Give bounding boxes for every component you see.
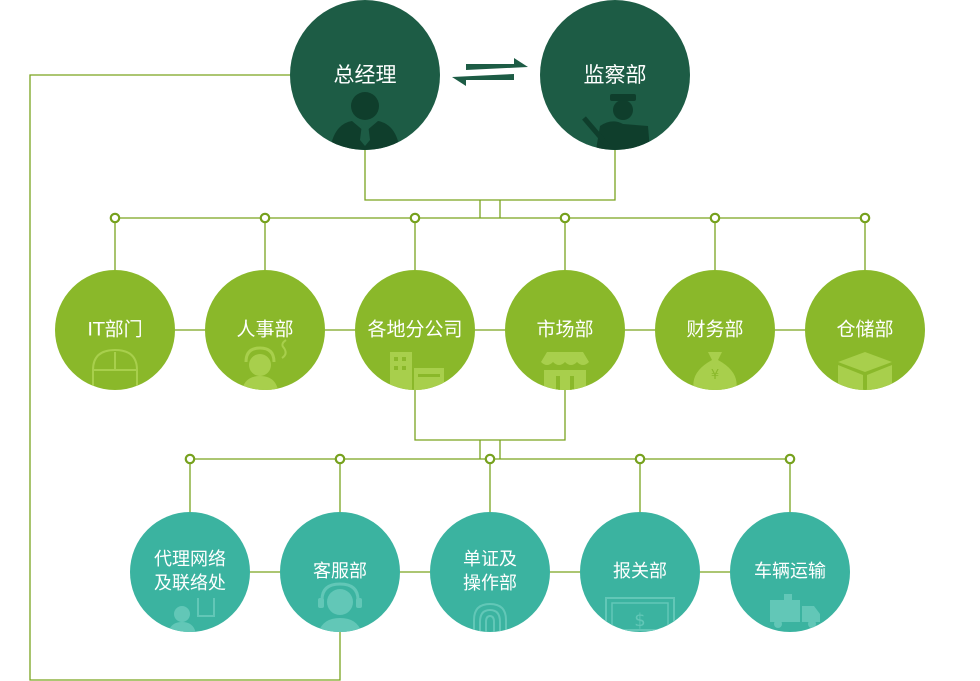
exchange-arrows-icon xyxy=(452,58,528,86)
money-bag-icon: ¥ xyxy=(693,352,737,390)
connector-bottom-drops xyxy=(189,459,791,512)
node-circle xyxy=(290,0,440,150)
svg-text:¥: ¥ xyxy=(711,368,719,383)
node-circle xyxy=(655,270,775,390)
node-label: 客服部 xyxy=(313,561,367,582)
node-label: 车辆运输 xyxy=(754,561,826,582)
node-label-line-1: 代理网络 xyxy=(154,549,226,570)
connector-branch-market xyxy=(414,390,566,441)
connector-bottom-bus-stub xyxy=(479,440,501,459)
bus-dots xyxy=(109,212,871,465)
node-supervision[interactable]: 监察部 xyxy=(540,0,690,150)
delivery-truck-icon xyxy=(770,594,820,628)
node-circle xyxy=(130,512,250,632)
bus-dot xyxy=(859,212,871,224)
computer-mouse-icon xyxy=(92,348,138,390)
node-circle xyxy=(430,512,550,632)
svg-text:$: $ xyxy=(634,610,645,631)
bus-dot xyxy=(259,212,271,224)
node-label-line-2: 操作部 xyxy=(463,573,517,594)
node-circle xyxy=(205,270,325,390)
node-warehouse[interactable]: 仓储部 xyxy=(805,270,925,395)
building-icon xyxy=(390,352,444,390)
fingerprint-icon xyxy=(473,602,507,632)
node-customs[interactable]: $ 报关部 xyxy=(580,512,700,632)
presenter-icon xyxy=(168,598,215,632)
connector-top-bus-stub xyxy=(479,200,501,218)
node-label: 仓储部 xyxy=(836,319,893,341)
dollar-bill-icon: $ xyxy=(605,597,675,631)
node-it-department[interactable]: IT部门 xyxy=(55,270,175,390)
inspector-person-icon xyxy=(582,94,650,150)
node-label: 各地分公司 xyxy=(367,319,462,341)
node-finance[interactable]: ¥ 财务部 xyxy=(655,270,775,390)
bus-dot xyxy=(784,453,796,465)
node-label: 人事部 xyxy=(236,319,293,341)
connector-gm-down xyxy=(364,150,616,201)
connector-left-loop xyxy=(29,74,341,681)
headset-person-icon xyxy=(242,339,287,390)
bus-dot xyxy=(484,453,496,465)
bus-dot xyxy=(334,453,346,465)
node-vehicle-transport[interactable]: 车辆运输 xyxy=(730,512,850,632)
storefront-icon xyxy=(541,352,589,390)
node-label: IT部门 xyxy=(87,319,142,341)
node-hr[interactable]: 人事部 xyxy=(205,270,325,390)
node-agent-network[interactable]: 代理网络 及联络处 xyxy=(130,512,250,634)
node-circle xyxy=(55,270,175,390)
node-customer-service[interactable]: 客服部 xyxy=(280,512,400,634)
arrow-right-icon xyxy=(466,58,528,70)
node-documents-operations[interactable]: 单证及 操作部 xyxy=(430,512,550,634)
node-circle xyxy=(505,270,625,390)
node-circle xyxy=(805,270,925,390)
manager-person-icon xyxy=(330,92,400,150)
arrow-left-icon xyxy=(452,74,514,86)
node-circle xyxy=(355,270,475,390)
node-label-line-1: 单证及 xyxy=(463,549,517,570)
node-circle xyxy=(580,512,700,632)
node-branches[interactable]: 各地分公司 xyxy=(355,270,475,392)
node-label: 报关部 xyxy=(613,561,667,582)
node-label: 总经理 xyxy=(334,63,397,87)
node-label: 财务部 xyxy=(686,319,743,341)
bus-dot xyxy=(409,212,421,224)
bus-dot xyxy=(184,453,196,465)
node-label: 监察部 xyxy=(584,63,647,87)
node-circle xyxy=(540,0,690,150)
bus-dot xyxy=(109,212,121,224)
node-label: 市场部 xyxy=(536,319,593,341)
node-label-line-2: 及联络处 xyxy=(154,573,226,594)
node-marketing[interactable]: 市场部 xyxy=(505,270,625,392)
node-general-manager[interactable]: 总经理 xyxy=(290,0,440,150)
node-circle xyxy=(280,512,400,632)
node-circle xyxy=(730,512,850,632)
bus-dot xyxy=(559,212,571,224)
connectors xyxy=(29,74,866,681)
headset-agent-icon xyxy=(318,582,362,632)
bus-dot xyxy=(634,453,646,465)
connector-middle-drops xyxy=(114,218,866,270)
bus-dot xyxy=(709,212,721,224)
